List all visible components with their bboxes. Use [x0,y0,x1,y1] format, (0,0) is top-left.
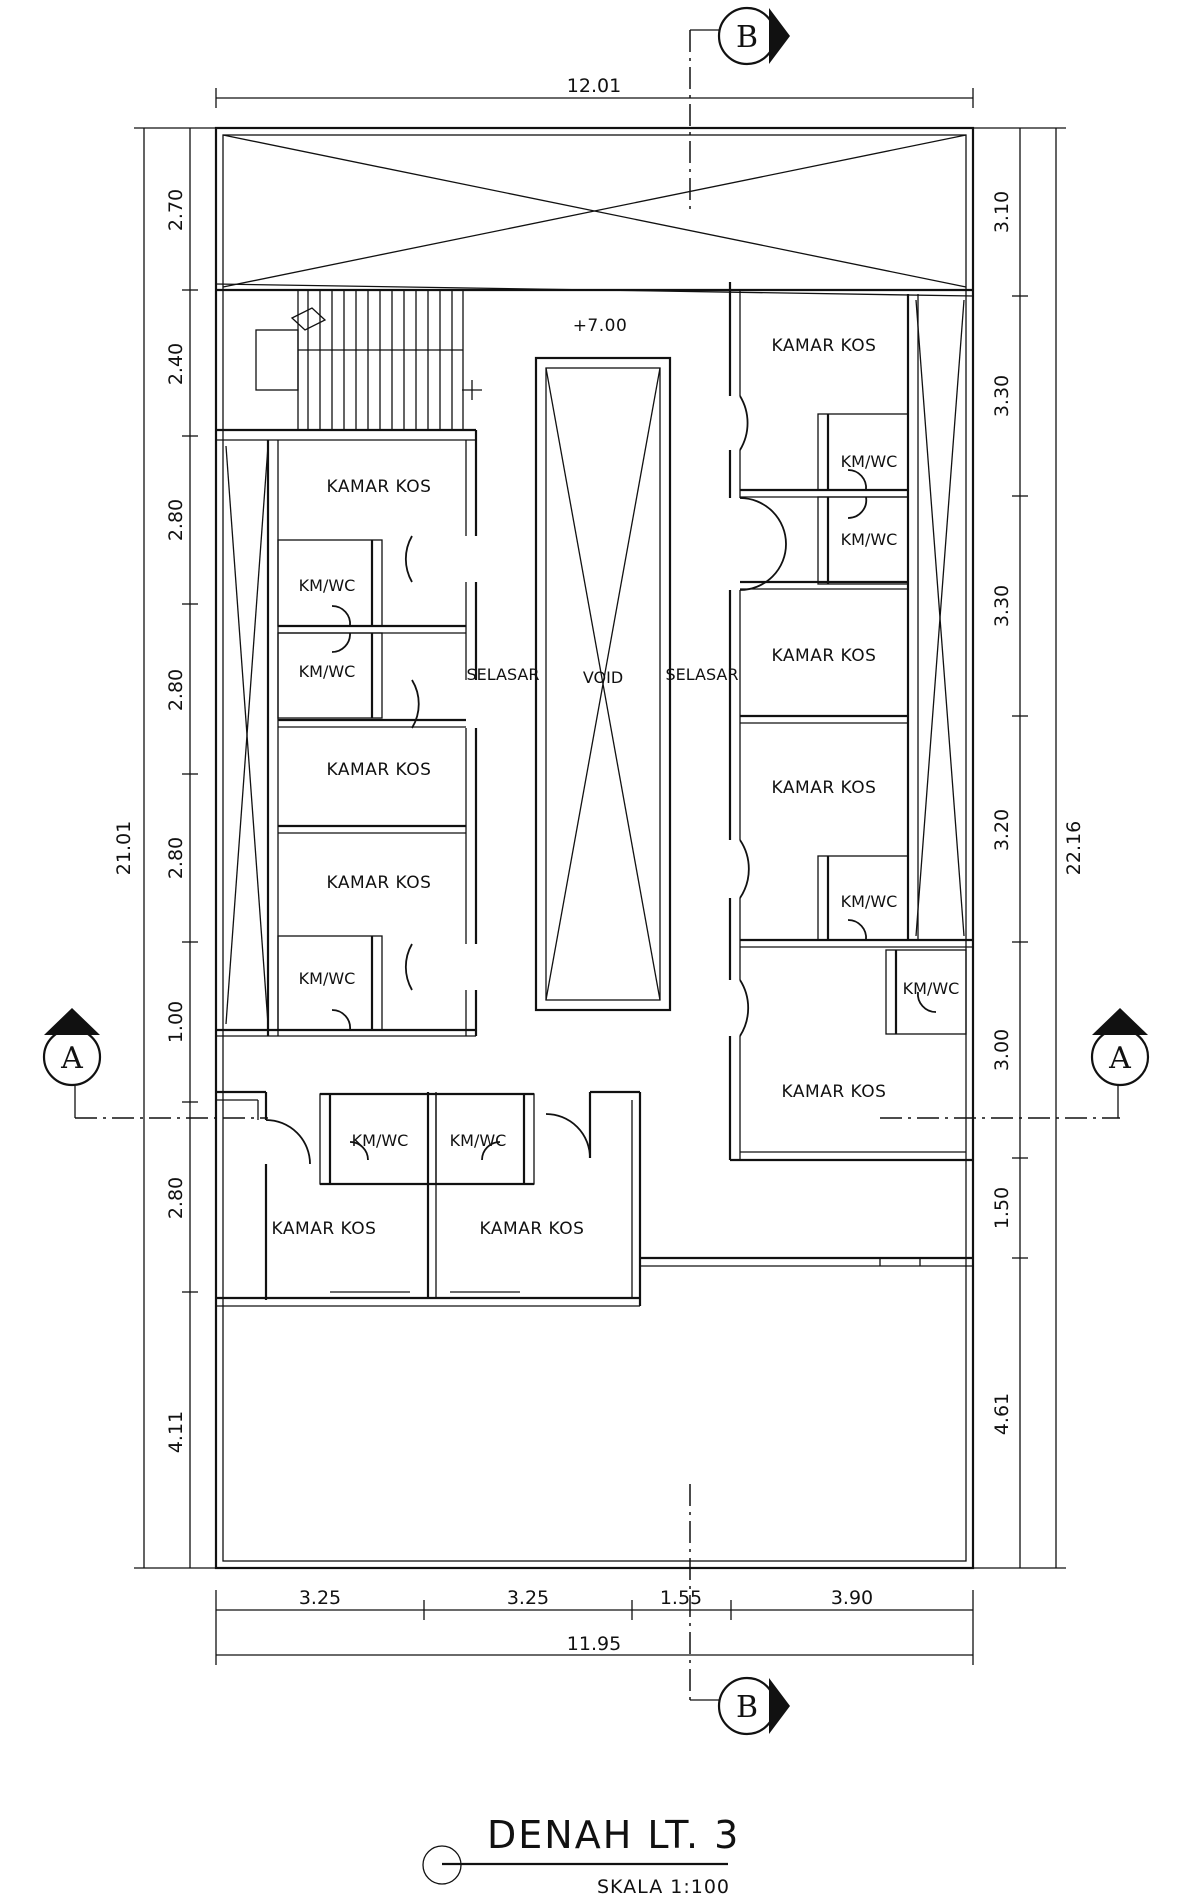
right-room-block [728,282,973,1162]
left-room-block [216,428,478,1037]
dim-right-4: 3.20 [991,809,1013,851]
level-elevation-label: +7.00 [573,316,628,336]
building-outline [214,126,975,1570]
dim-left-1: 2.70 [165,189,187,231]
void-area [534,356,672,1012]
bath-label-km-wc: KM/WC [903,979,960,998]
dim-right-3: 3.30 [991,585,1013,627]
selasar-label-right: SELASAR [665,665,738,684]
dim-right-2: 3.30 [991,375,1013,417]
section-label-b-top: B [736,20,758,55]
bath-label-km-wc: KM/WC [299,969,356,988]
bath-label-km-wc: KM/WC [841,892,898,911]
drawing-scale: SKALA 1:100 [597,1876,730,1898]
dim-left-8: 4.11 [165,1411,187,1453]
room-label-kamar-kos: KAMAR KOS [480,1219,585,1239]
drawing-title: DENAH LT. 3 [487,1813,740,1857]
bath-label-km-wc: KM/WC [450,1131,507,1150]
dim-left-4: 2.80 [165,669,187,711]
section-label-a-left: A [60,1041,83,1076]
bath-label-km-wc: KM/WC [352,1131,409,1150]
dim-left-7: 2.80 [165,1177,187,1219]
room-label-kamar-kos: KAMAR KOS [772,778,877,798]
dim-left-6: 1.00 [165,1001,187,1043]
room-label-kamar-kos: KAMAR KOS [772,336,877,356]
room-label-kamar-kos: KAMAR KOS [782,1082,887,1102]
dim-bottom-total: 11.95 [567,1633,621,1655]
bath-label-km-wc: KM/WC [841,530,898,549]
lower-left-room-block [216,1090,973,1307]
top-open-area [215,134,974,297]
dim-left-2: 2.40 [165,343,187,385]
dim-right-total: 22.16 [1063,821,1085,875]
dim-left-5: 2.80 [165,837,187,879]
bath-label-km-wc: KM/WC [299,662,356,681]
dim-right-5: 3.00 [991,1029,1013,1071]
section-lines [74,29,1120,1701]
section-marker-b-bottom: B [717,1676,790,1736]
room-label-kamar-kos: KAMAR KOS [327,760,432,780]
selasar-label-left: SELASAR [466,665,539,684]
section-marker-a-right: A [1090,1008,1150,1087]
dim-right-1: 3.10 [991,191,1013,233]
dim-right-6: 1.50 [991,1187,1013,1229]
dimension-lines [134,88,1066,1665]
dim-top-total: 12.01 [567,75,621,97]
dim-left-3: 2.80 [165,499,187,541]
bath-label-km-wc: KM/WC [299,576,356,595]
dim-right-7: 4.61 [991,1393,1013,1435]
void-label: VOID [583,668,623,687]
room-label-kamar-kos: KAMAR KOS [272,1219,377,1239]
section-marker-a-left: A [42,1008,102,1087]
staircase [255,289,482,431]
section-label-b-bottom: B [736,1690,758,1725]
dim-bottom-1: 3.25 [299,1587,341,1609]
room-label-kamar-kos: KAMAR KOS [327,873,432,893]
dim-bottom-3: 1.55 [660,1587,702,1609]
dim-left-total: 21.01 [113,821,135,875]
section-label-a-right: A [1108,1041,1131,1076]
title-block: DENAH LT. 3 SKALA 1:100 [422,1813,740,1898]
dim-bottom-4: 3.90 [831,1587,873,1609]
room-label-kamar-kos: KAMAR KOS [327,477,432,497]
dim-bottom-2: 3.25 [507,1587,549,1609]
room-label-kamar-kos: KAMAR KOS [772,646,877,666]
section-marker-b-top: B [717,6,790,66]
bath-label-km-wc: KM/WC [841,452,898,471]
